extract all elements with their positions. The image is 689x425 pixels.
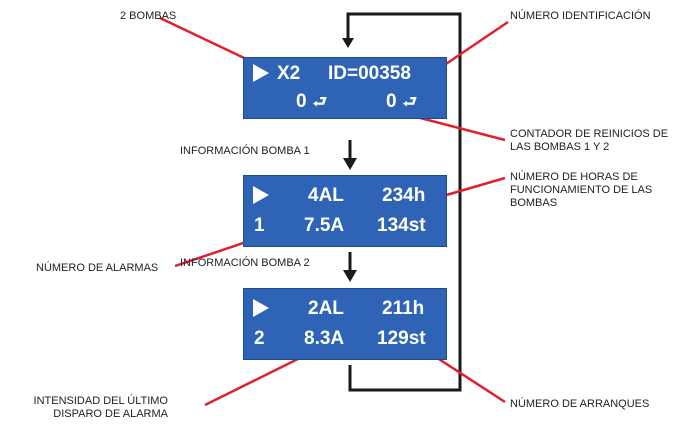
last-trip-current: 7.5A bbox=[304, 215, 345, 236]
pointer-horas bbox=[442, 176, 506, 198]
display-screen-bomba-2: 2AL 211h 2 8.3A 129st bbox=[243, 288, 447, 360]
pump-id: ID=00358 bbox=[328, 63, 411, 84]
reset-icon: ⮐ bbox=[402, 94, 417, 111]
reset-counter-1: 0⮐ bbox=[296, 92, 327, 113]
label-contador-reinicios: CONTADOR DE REINICIOS DE LAS BOMBAS 1 Y … bbox=[510, 128, 669, 153]
loop-arrowhead bbox=[342, 38, 354, 48]
start-count: 129st bbox=[377, 328, 426, 349]
play-icon bbox=[253, 186, 269, 204]
label-numero-alarmas: NÚMERO DE ALARMAS bbox=[36, 262, 159, 274]
operating-hours: 211h bbox=[382, 298, 425, 319]
reset-value-1: 0 bbox=[296, 91, 307, 112]
last-trip-current: 8.3A bbox=[304, 328, 345, 349]
pump-index: 1 bbox=[254, 215, 265, 236]
alarm-count: 4AL bbox=[308, 185, 344, 206]
label-info-bomba-2: INFORMACIÓN BOMBA 2 bbox=[180, 257, 310, 269]
play-icon bbox=[253, 299, 269, 317]
pointer-id bbox=[439, 20, 509, 70]
start-count: 134st bbox=[377, 215, 426, 236]
label-dos-bombas: 2 BOMBAS bbox=[120, 10, 177, 22]
alarm-count: 2AL bbox=[308, 298, 344, 319]
pumps-count: X2 bbox=[277, 63, 301, 84]
pump-index: 2 bbox=[254, 328, 265, 349]
flow-arrowhead-1 bbox=[343, 158, 357, 170]
label-horas-funcionamiento: NÚMERO DE HORAS DE FUNCIONAMIENTO DE LAS… bbox=[510, 171, 653, 209]
flow-arrowhead-2 bbox=[343, 270, 357, 282]
reset-value-2: 0 bbox=[386, 91, 397, 112]
label-info-bomba-1: INFORMACIÓN BOMBA 1 bbox=[180, 145, 310, 157]
display-screen-bomba-1: 4AL 234h 1 7.5A 134st bbox=[243, 175, 447, 247]
label-numero-identificacion: NÚMERO IDENTIFICACIÓN bbox=[510, 10, 651, 22]
reset-counter-2: 0⮐ bbox=[386, 92, 417, 113]
loop-line bbox=[346, 12, 462, 392]
label-intensidad-disparo: INTENSIDAD DEL ÚLTIMO DISPARO DE ALARMA bbox=[33, 395, 168, 420]
play-icon bbox=[253, 64, 269, 82]
label-numero-arranques: NÚMERO DE ARRANQUES bbox=[510, 398, 650, 410]
display-screen-identificacion: X2 ID=00358 0⮐ 0⮐ bbox=[243, 57, 447, 119]
reset-icon: ⮐ bbox=[312, 94, 327, 111]
operating-hours: 234h bbox=[382, 185, 426, 206]
